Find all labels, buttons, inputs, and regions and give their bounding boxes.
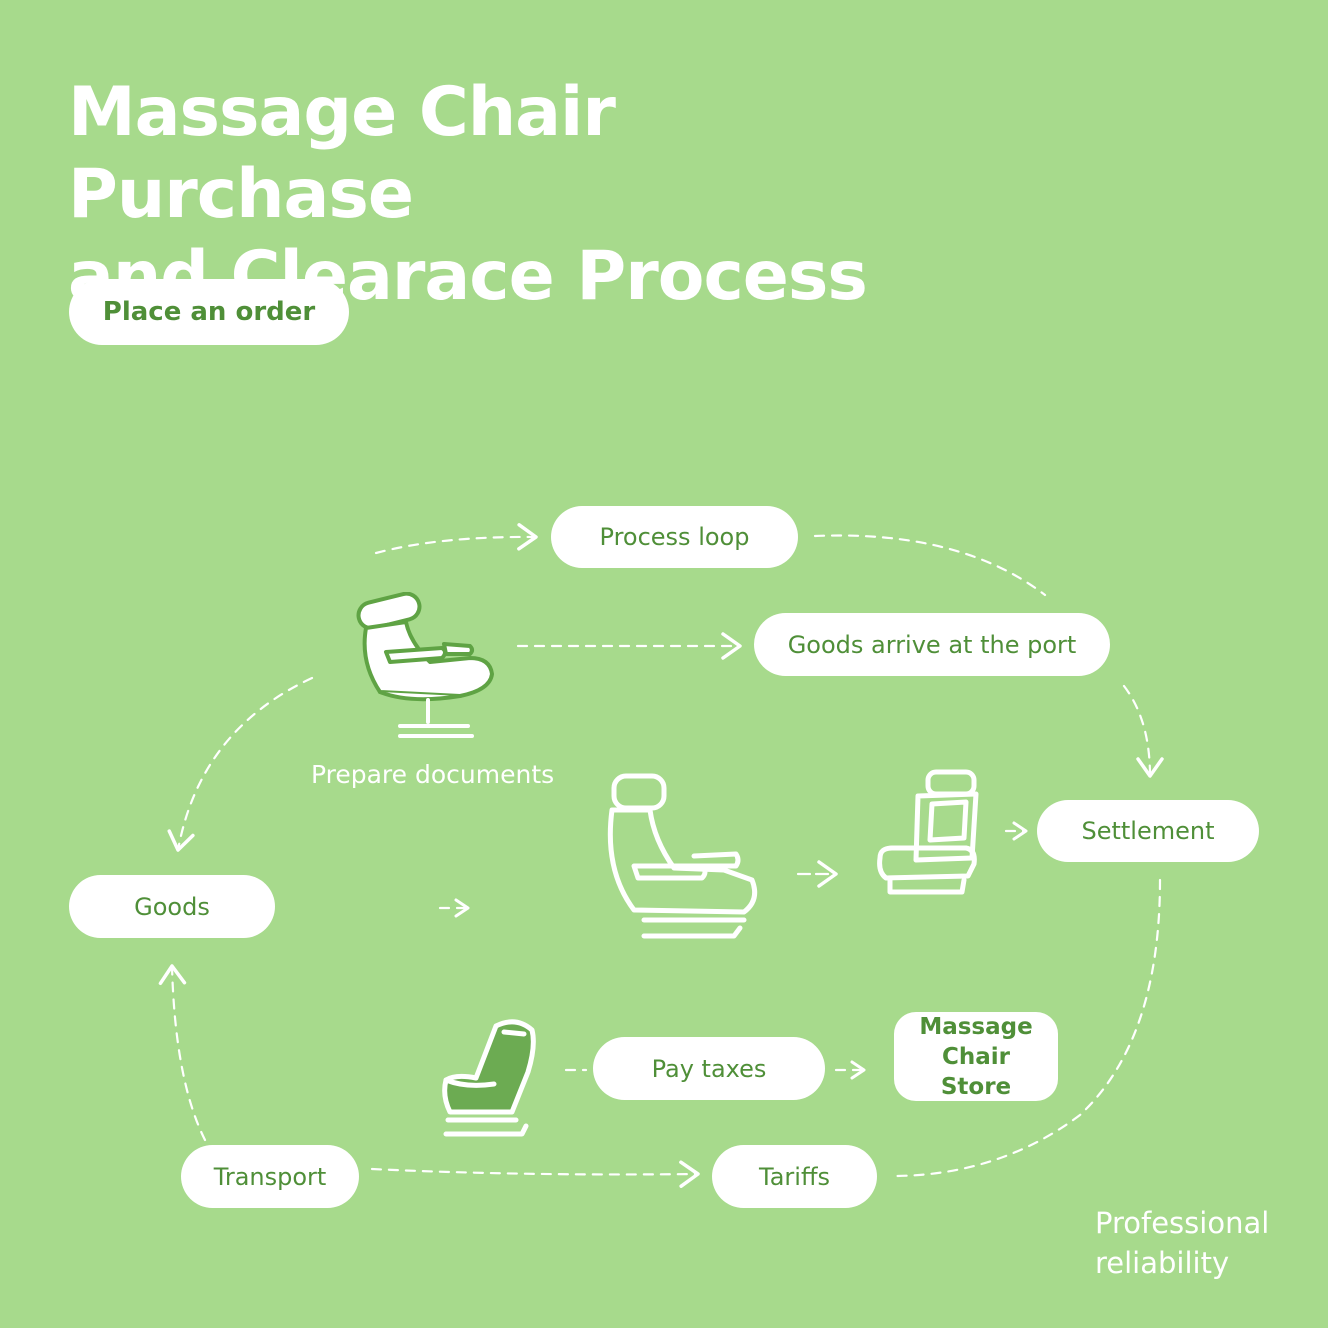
connector-settlement-to-tariffs xyxy=(893,878,1162,1178)
store-label-line-1: Massage xyxy=(919,1013,1033,1040)
goods-label: Goods xyxy=(134,892,210,921)
page-title: Massage Chair Purchase and Clearace Proc… xyxy=(68,72,968,318)
footer-line-1: Professional xyxy=(1095,1206,1270,1240)
prepare-documents-label: Prepare documents xyxy=(311,760,555,789)
settlement-node[interactable]: Settlement xyxy=(1037,800,1259,862)
transport-node[interactable]: Transport xyxy=(181,1145,359,1208)
goods-node[interactable]: Goods xyxy=(69,875,275,938)
footer-note: Professional reliability xyxy=(1095,1203,1269,1283)
connector-transport-to-tariffs xyxy=(370,1160,700,1188)
settlement-label: Settlement xyxy=(1081,817,1215,845)
connector-to-goods xyxy=(167,676,314,852)
store-label-line-2: Chair Store xyxy=(940,1043,1012,1100)
goods-arrive-node[interactable]: Goods arrive at the port xyxy=(754,613,1110,676)
connector-to-settlement xyxy=(1122,684,1164,778)
connector-to-process-loop xyxy=(374,523,538,555)
title-line-1: Massage Chair Purchase xyxy=(68,73,616,234)
recliner-chair-icon xyxy=(356,592,494,738)
connector-process-loop-out xyxy=(813,534,1047,597)
massage-chair-large-icon xyxy=(607,773,758,939)
connector-transport-to-goods xyxy=(158,964,207,1142)
footer-line-2: reliability xyxy=(1095,1246,1230,1280)
pay-taxes-label: Pay taxes xyxy=(651,1054,767,1083)
process-loop-node[interactable]: Process loop xyxy=(551,506,798,568)
tariffs-node[interactable]: Tariffs xyxy=(712,1145,877,1208)
massage-chair-side-icon xyxy=(442,1019,536,1137)
place-order-button[interactable]: Place an order xyxy=(69,279,349,345)
massage-chair-upright-icon xyxy=(877,769,979,895)
pay-taxes-node[interactable]: Pay taxes xyxy=(593,1037,825,1100)
place-order-label: Place an order xyxy=(102,297,316,327)
transport-label: Transport xyxy=(213,1162,327,1191)
massage-chair-store-node[interactable]: Massage Chair Store xyxy=(894,1012,1058,1101)
tariffs-label: Tariffs xyxy=(759,1162,830,1191)
goods-arrive-label: Goods arrive at the port xyxy=(787,630,1077,659)
process-loop-label: Process loop xyxy=(599,523,750,551)
